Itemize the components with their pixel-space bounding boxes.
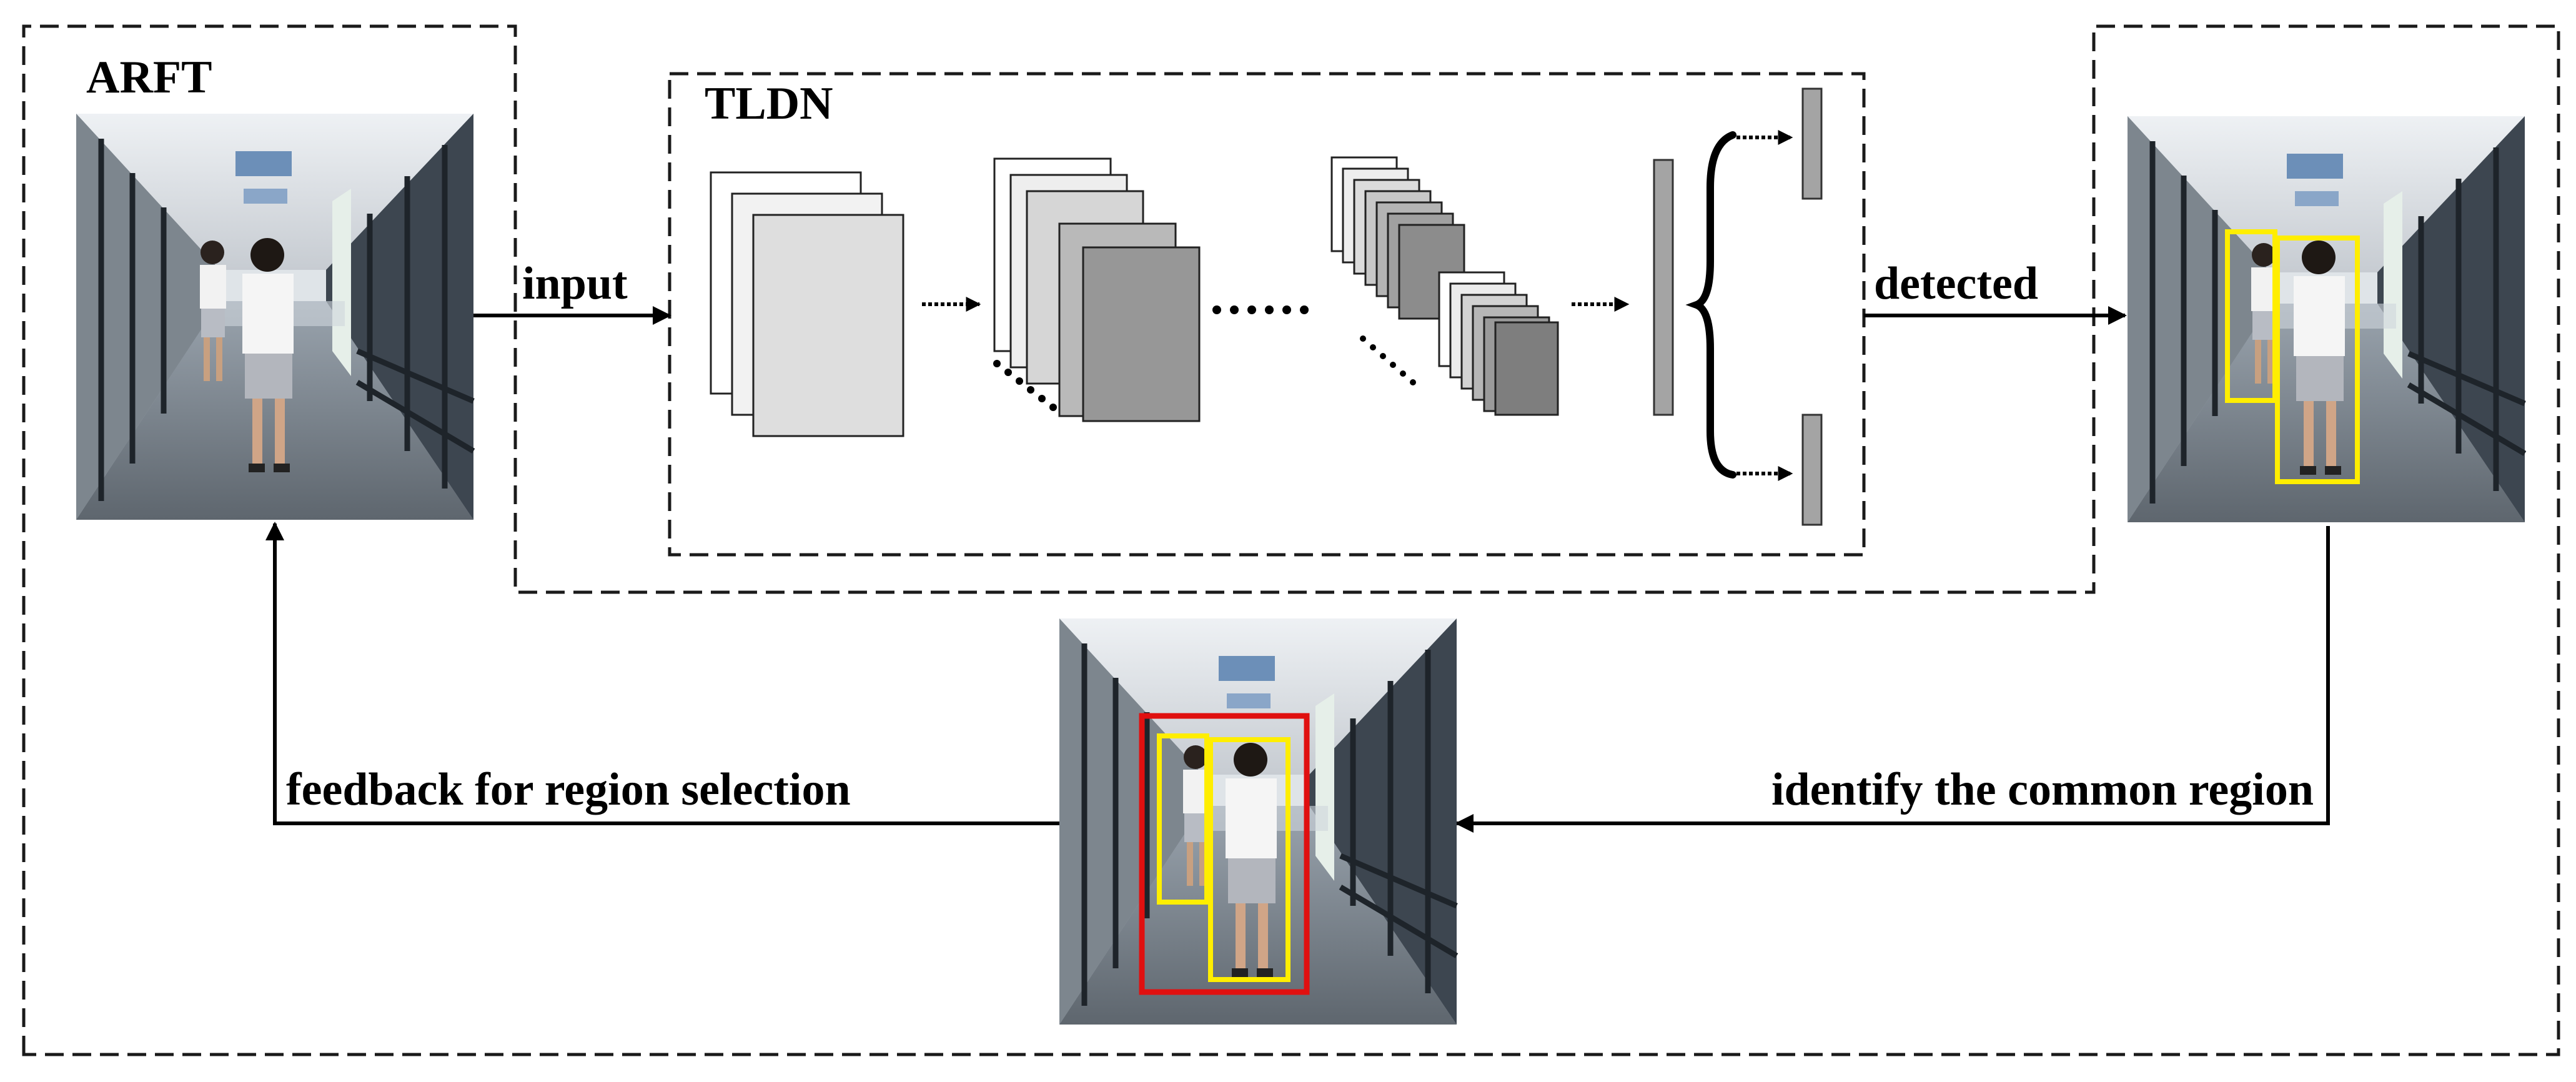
input-label: input [522, 258, 628, 309]
tldn-title: TLDN [705, 78, 833, 129]
identify-label: identify the common region [1771, 764, 2314, 815]
common-region-box [1139, 713, 1310, 995]
feedback-arrow [265, 522, 1059, 825]
identify-arrow [1455, 526, 2330, 833]
feedback-label: feedback for region selection [286, 764, 851, 815]
layer-stack-4 [1438, 271, 1559, 416]
arft-title: ARFT [86, 52, 212, 103]
detected-label: detected [1874, 258, 2038, 309]
split-brace [1685, 131, 1736, 479]
layer-stack-1 [710, 171, 904, 437]
detection-box-near [2275, 236, 2360, 484]
output-bar-bottom [1801, 414, 1823, 526]
layer-stack-2 [993, 157, 1201, 422]
dense-layer-bar [1653, 159, 1674, 416]
output-bar-top [1801, 87, 1823, 200]
input-photo [76, 114, 473, 520]
detection-box-far-2 [1157, 733, 1209, 905]
detection-box-near-2 [1208, 737, 1290, 982]
arft-dashed-frame [22, 24, 2560, 1056]
feature-map-1c [752, 214, 904, 437]
ellipsis-dots-horizontal [1212, 305, 1309, 314]
common-region-photo [1059, 618, 1457, 1025]
ellipsis-dots-diagonal-2 [1360, 335, 1416, 385]
feature-map-2e [1082, 246, 1201, 422]
detected-photo [2128, 116, 2525, 522]
ellipsis-dots-diagonal-1 [993, 360, 1057, 411]
